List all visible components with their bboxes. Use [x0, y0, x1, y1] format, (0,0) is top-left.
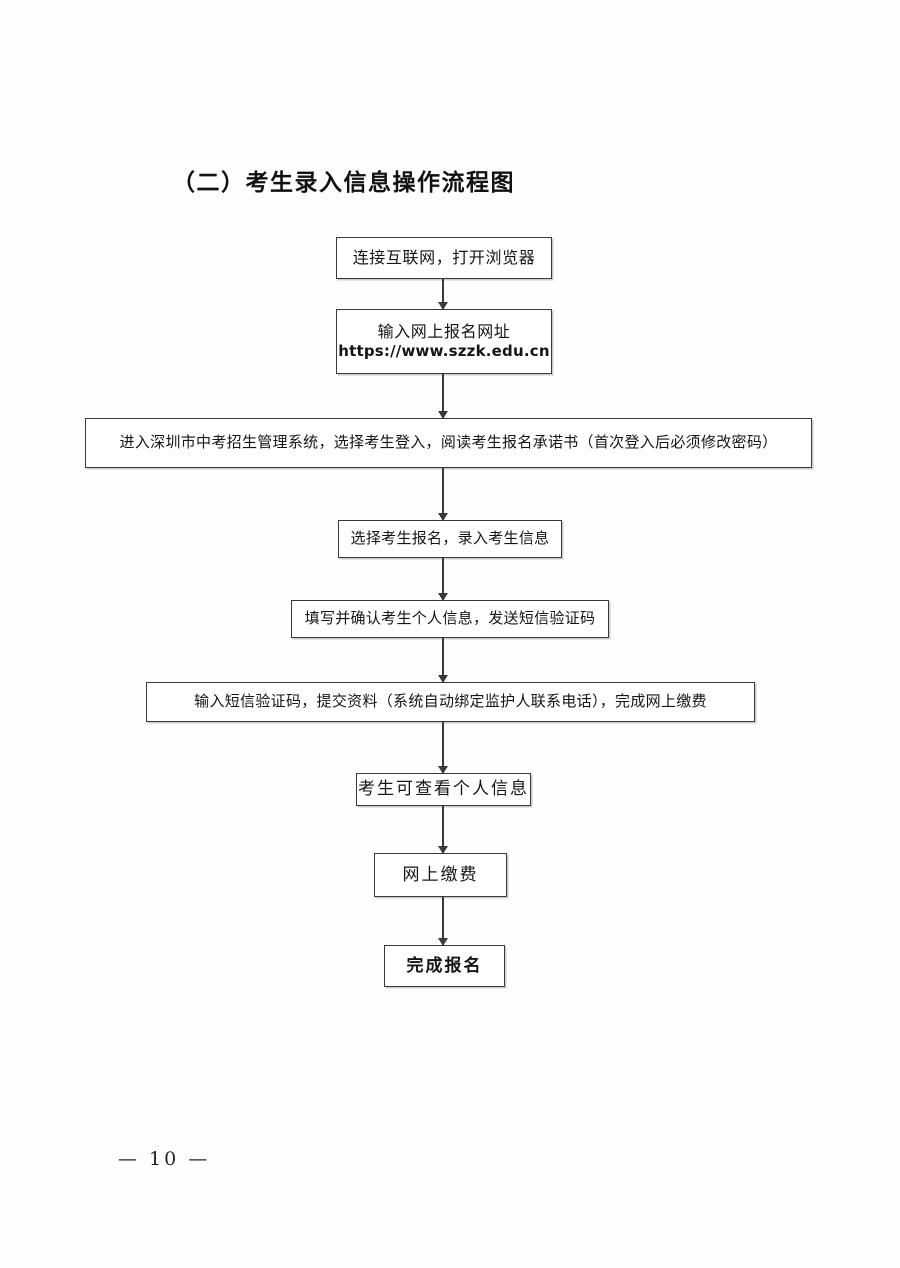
- arrow-head-icon: [437, 766, 448, 774]
- flow-node-5-text: 填写并确认考生个人信息，发送短信验证码: [304, 609, 596, 628]
- flow-connector-6-to-7: [437, 722, 448, 774]
- flow-node-submit-and-pay: 输入短信验证码，提交资料（系统自动绑定监护人联系电话），完成网上缴费: [146, 682, 755, 722]
- flow-connector-8-to-9: [437, 897, 448, 946]
- flow-node-connect-internet: 连接互联网，打开浏览器: [336, 237, 552, 279]
- arrow-head-icon: [437, 411, 448, 419]
- flow-node-2-label: 输入网上报名网址: [377, 322, 511, 342]
- flow-node-7-text: 考生可查看个人信息: [358, 779, 529, 800]
- flow-node-enter-url: 输入网上报名网址 https://www.szzk.edu.cn: [336, 309, 552, 374]
- arrow-head-icon: [437, 846, 448, 854]
- page-title: （二）考生录入信息操作流程图: [172, 169, 515, 196]
- arrow-head-icon: [437, 593, 448, 601]
- arrow-head-icon: [437, 513, 448, 521]
- arrow-head-icon: [437, 675, 448, 683]
- flow-connector-3-to-4: [437, 468, 448, 521]
- flow-node-4-text: 选择考生报名，录入考生信息: [350, 529, 550, 548]
- flow-connector-5-to-6: [437, 638, 448, 683]
- flow-node-select-registration: 选择考生报名，录入考生信息: [338, 520, 562, 558]
- flow-connector-7-to-8: [437, 806, 448, 854]
- flow-node-confirm-personal-info: 填写并确认考生个人信息，发送短信验证码: [291, 600, 609, 638]
- flow-node-9-text: 完成报名: [406, 955, 483, 976]
- flow-connector-4-to-5: [437, 558, 448, 601]
- flow-node-8-text: 网上缴费: [402, 864, 479, 885]
- flow-node-6-text: 输入短信验证码，提交资料（系统自动绑定监护人联系电话），完成网上缴费: [194, 692, 707, 711]
- arrow-head-icon: [437, 938, 448, 946]
- arrow-head-icon: [437, 302, 448, 310]
- flow-node-login-system: 进入深圳市中考招生管理系统，选择考生登入，阅读考生报名承诺书（首次登入后必须修改…: [85, 418, 812, 468]
- flow-node-2-url: https://www.szzk.edu.cn: [338, 342, 550, 361]
- flow-node-view-personal-info: 考生可查看个人信息: [356, 773, 531, 806]
- page-number-footer: — 10 —: [118, 1148, 211, 1170]
- flow-node-registration-complete: 完成报名: [384, 945, 505, 987]
- flow-node-3-text: 进入深圳市中考招生管理系统，选择考生登入，阅读考生报名承诺书（首次登入后必须修改…: [119, 433, 778, 452]
- flow-connector-1-to-2: [437, 279, 448, 310]
- flow-node-1-text: 连接互联网，打开浏览器: [352, 248, 536, 268]
- flowchart-diagram: 连接互联网，打开浏览器 输入网上报名网址 https://www.szzk.ed…: [85, 237, 812, 987]
- flow-node-online-payment: 网上缴费: [374, 853, 507, 897]
- flow-connector-2-to-3: [437, 374, 448, 419]
